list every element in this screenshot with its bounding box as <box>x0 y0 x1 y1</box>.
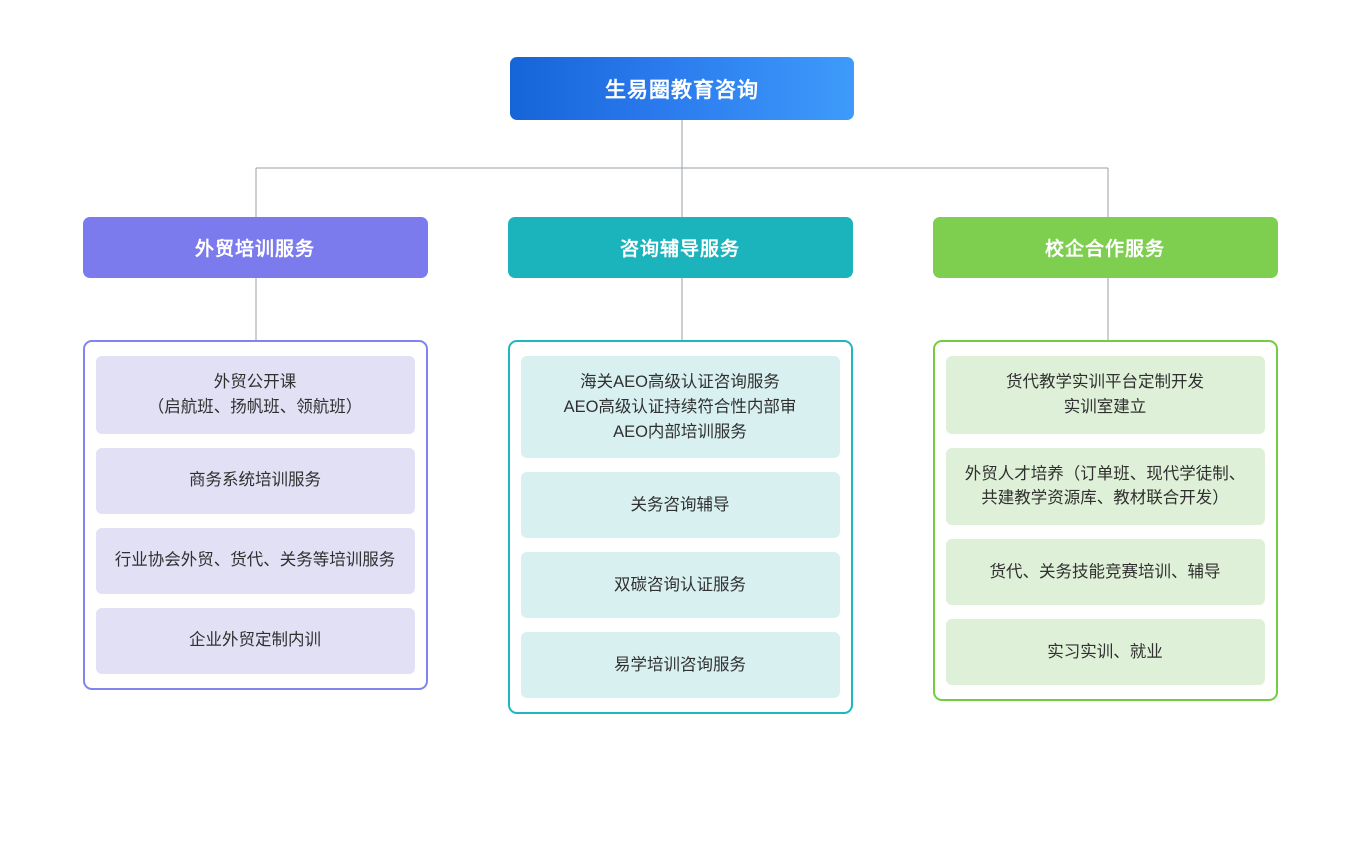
service-item-label: 商务系统培训服务 <box>189 471 321 490</box>
root-node-label: 生易圈教育咨询 <box>605 78 759 102</box>
service-item[interactable]: 关务咨询辅导 <box>520 472 840 539</box>
service-item[interactable]: 海关AEO高级认证咨询服务 AEO高级认证持续符合性内部审 AEO内部培训服务 <box>520 356 840 459</box>
service-item-label: 关务咨询辅导 <box>630 495 730 514</box>
branch-connector-gap <box>255 278 256 340</box>
service-item[interactable]: 双碳咨询认证服务 <box>520 552 840 619</box>
service-item[interactable]: 易学培训咨询服务 <box>520 632 840 699</box>
service-item[interactable]: 货代、关务技能竞赛培训、辅导 <box>945 539 1265 605</box>
service-item-label: 货代教学实训平台定制开发 实训室建立 <box>1006 373 1204 416</box>
service-item[interactable]: 企业外贸定制内训 <box>95 607 415 674</box>
service-item-label: 外贸人才培养（订单班、现代学徒制、共建教学资源库、教材联合开发） <box>964 464 1246 508</box>
service-item[interactable]: 实习实训、就业 <box>945 619 1265 685</box>
branch-connector-gap <box>680 278 681 340</box>
service-item-label: 双碳咨询认证服务 <box>614 575 746 594</box>
service-item-label: 外贸公开课 （启航班、扬帆班、领航班） <box>147 373 363 416</box>
service-item-label: 货代、关务技能竞赛培训、辅导 <box>989 562 1221 581</box>
branch-body-school-enterprise: 货代教学实训平台定制开发 实训室建立 外贸人才培养（订单班、现代学徒制、共建教学… <box>932 340 1278 701</box>
service-item-label: 行业协会外贸、货代、关务等培训服务 <box>114 551 396 570</box>
root-node[interactable]: 生易圈教育咨询 <box>510 57 854 120</box>
branch-body-foreign-trade-training: 外贸公开课 （启航班、扬帆班、领航班） 商务系统培训服务 行业协会外贸、货代、关… <box>82 340 428 690</box>
branch-header-consulting-tutoring[interactable]: 咨询辅导服务 <box>507 217 853 278</box>
service-item-label: 海关AEO高级认证咨询服务 AEO高级认证持续符合性内部审 AEO内部培训服务 <box>563 373 797 441</box>
branch-header-foreign-trade-training[interactable]: 外贸培训服务 <box>82 217 428 278</box>
branch-connector-gap <box>1105 278 1106 340</box>
service-item[interactable]: 行业协会外贸、货代、关务等培训服务 <box>95 527 415 594</box>
branch-column-consulting-tutoring: 咨询辅导服务 海关AEO高级认证咨询服务 AEO高级认证持续符合性内部审 AEO… <box>507 217 853 715</box>
service-item[interactable]: 货代教学实训平台定制开发 实训室建立 <box>945 356 1265 434</box>
branch-column-school-enterprise: 校企合作服务 货代教学实训平台定制开发 实训室建立 外贸人才培养（订单班、现代学… <box>932 217 1278 714</box>
branch-header-label: 咨询辅导服务 <box>619 239 740 260</box>
branch-header-label: 外贸培训服务 <box>194 239 315 260</box>
branch-body-consulting-tutoring: 海关AEO高级认证咨询服务 AEO高级认证持续符合性内部审 AEO内部培训服务 … <box>507 340 853 715</box>
service-item[interactable]: 商务系统培训服务 <box>95 447 415 514</box>
branch-columns: 外贸培训服务 外贸公开课 （启航班、扬帆班、领航班） 商务系统培训服务 行业协会… <box>0 217 1360 715</box>
service-item-label: 实习实训、就业 <box>1047 642 1163 661</box>
service-item[interactable]: 外贸公开课 （启航班、扬帆班、领航班） <box>95 356 415 434</box>
service-item-label: 企业外贸定制内训 <box>189 631 321 650</box>
branch-header-school-enterprise[interactable]: 校企合作服务 <box>932 217 1278 278</box>
branch-column-foreign-trade-training: 外贸培训服务 外贸公开课 （启航班、扬帆班、领航班） 商务系统培训服务 行业协会… <box>82 217 428 714</box>
branch-header-label: 校企合作服务 <box>1044 239 1165 260</box>
service-item[interactable]: 外贸人才培养（订单班、现代学徒制、共建教学资源库、教材联合开发） <box>945 447 1265 525</box>
service-item-label: 易学培训咨询服务 <box>614 655 746 674</box>
